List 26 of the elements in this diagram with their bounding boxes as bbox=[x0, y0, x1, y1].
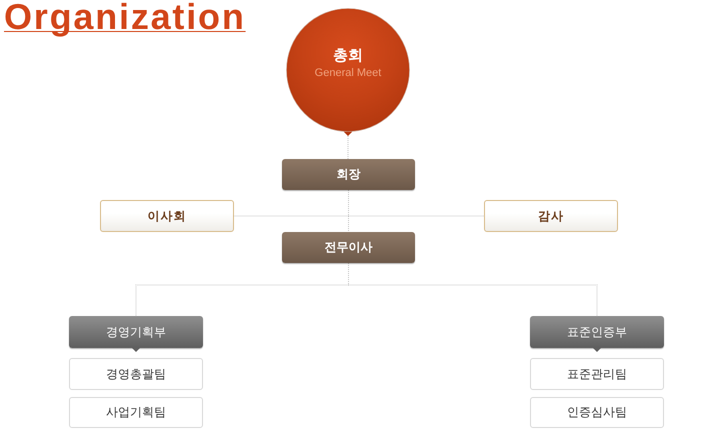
title: Organization bbox=[4, 0, 246, 36]
node-label: 감사 bbox=[538, 208, 564, 224]
node-label: 총회 bbox=[333, 45, 363, 65]
node-label: 경영기획부 bbox=[106, 324, 166, 340]
speech-bubble-circle bbox=[286, 8, 410, 136]
department-box bbox=[530, 316, 664, 348]
department-box bbox=[69, 316, 203, 348]
node-sublabel: General Meet bbox=[314, 66, 382, 81]
team-box bbox=[69, 397, 203, 428]
team-box bbox=[530, 397, 664, 428]
committee-box bbox=[484, 200, 618, 232]
connector-line bbox=[348, 190, 349, 232]
team-box bbox=[530, 358, 664, 390]
position-box bbox=[282, 232, 415, 263]
node-label: 전무이사 bbox=[324, 239, 372, 256]
node-label: 회장 bbox=[336, 166, 360, 183]
node-label: 인증심사팀 bbox=[567, 404, 627, 421]
node-label: 사업기획팀 bbox=[106, 404, 166, 421]
position-box bbox=[282, 159, 415, 190]
node-label: 경영총괄팀 bbox=[106, 366, 166, 382]
committee-box bbox=[100, 200, 234, 232]
node-label: 이사회 bbox=[148, 208, 186, 224]
team-box bbox=[69, 358, 203, 390]
node-label: 표준인증부 bbox=[567, 324, 627, 340]
connector-line bbox=[348, 262, 598, 316]
node-label: 표준관리팀 bbox=[567, 366, 627, 382]
